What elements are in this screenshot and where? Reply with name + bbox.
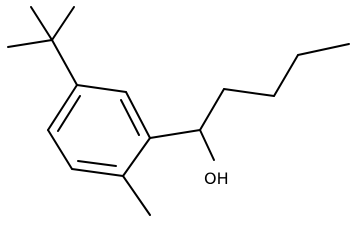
bond-tbu-methyl-right: [51, 6, 75, 41]
pentanol-chain: [149, 43, 350, 161]
ring-bond-2: [125, 91, 151, 139]
ring-bond-6: [47, 84, 78, 131]
ring-double-bond-inner-2: [77, 160, 117, 167]
chain-bond-1: [199, 88, 225, 131]
hydroxyl-label: OH: [204, 169, 229, 188]
chemical-structure-diagram: OH: [7, 6, 350, 216]
structure-canvas: OH: [7, 6, 350, 216]
bond-ring-to-carbinol: [149, 129, 201, 139]
benzene-ring: [47, 84, 151, 177]
chain-bond-3: [273, 54, 299, 97]
ring-double-bond-inner-3: [57, 95, 81, 132]
ring-bond-3: [122, 137, 151, 177]
ring-double-bond-inner-1: [120, 99, 140, 136]
bond-tbu-methyl-top: [30, 6, 53, 41]
bond-tbu-to-ring: [51, 39, 78, 86]
ring-bond-5: [47, 129, 73, 170]
bond-ring-methyl: [122, 175, 151, 216]
ring-bond-1: [76, 84, 127, 93]
ring-bond-4: [71, 168, 124, 177]
bond-tbu-methyl-left: [7, 39, 53, 48]
chain-bond-4: [297, 43, 350, 56]
bond-carbinol-to-oxygen: [199, 129, 215, 161]
chain-bond-2: [223, 88, 275, 97]
tert-butyl-group: [7, 6, 78, 86]
